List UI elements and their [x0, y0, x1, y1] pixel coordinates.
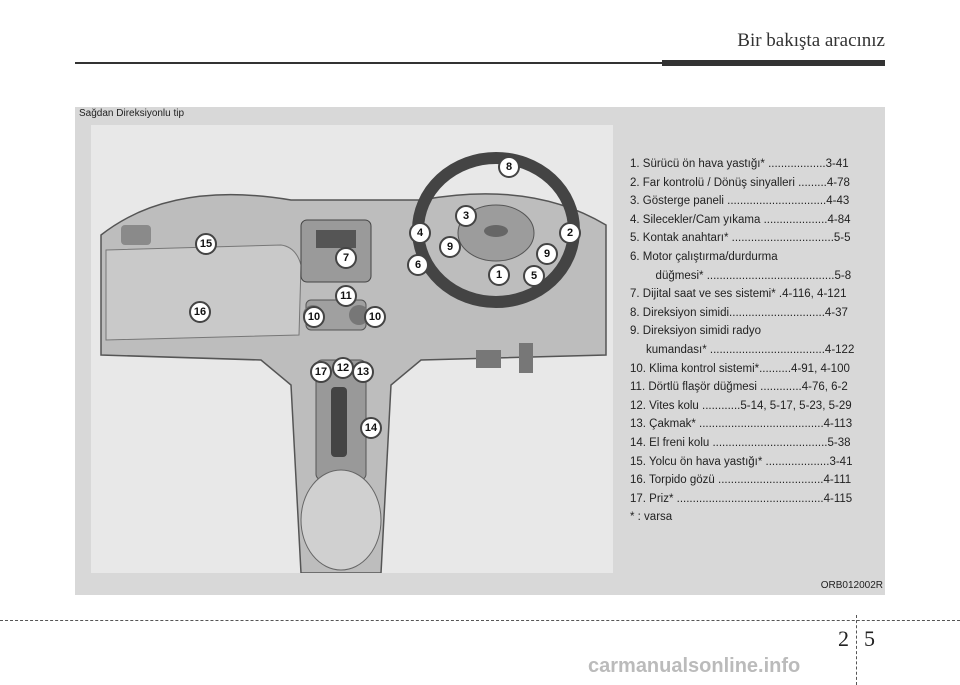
page-number: 5: [864, 626, 875, 651]
header-rule-accent: [662, 60, 885, 66]
callout-3: 3: [455, 205, 477, 227]
index-item: 9. Direksiyon simidi radyo: [630, 325, 762, 338]
callout-5: 5: [523, 265, 545, 287]
index-item: kumandası* .............................…: [630, 343, 855, 356]
figure-code: ORB012002R: [820, 580, 883, 591]
dashboard-illustration: 1 2 3 4 5 6 7 8 9 9 10 10 11 12 13 14 15…: [91, 125, 613, 574]
callout-9a: 9: [439, 236, 461, 258]
index-item: 6. Motor çalıştırma/durdurma: [630, 250, 778, 263]
callout-7: 7: [335, 247, 357, 269]
index-item: 14. El freni kolu ......................…: [630, 436, 851, 449]
panel-label: Sağdan Direksiyonlu tip: [79, 108, 185, 119]
callout-13: 13: [352, 361, 374, 383]
index-item: 10. Klima kontrol sistemi*..........4-91…: [630, 362, 850, 375]
header-rule: [75, 62, 885, 64]
callout-10b: 10: [364, 306, 386, 328]
chapter-number: 2: [838, 626, 849, 651]
callout-16: 16: [189, 301, 211, 323]
index-item: 2. Far kontrolü / Dönüş sinyalleri .....…: [630, 176, 850, 189]
callout-14: 14: [360, 417, 382, 439]
callout-4: 4: [409, 222, 431, 244]
dashboard-drawing: [100, 152, 607, 574]
figure-panel: Sağdan Direksiyonlu tip 1 2 3 4 5 6 7 8: [75, 107, 885, 595]
callout-11: 11: [335, 285, 357, 307]
index-item: 4. Silecekler/Cam yıkama ...............…: [630, 213, 851, 226]
callout-1: 1: [488, 264, 510, 286]
callout-2: 2: [559, 222, 581, 244]
footer-rule: [0, 620, 960, 621]
index-item: 3. Gösterge paneli .....................…: [630, 195, 850, 208]
index-item: 16. Torpido gözü .......................…: [630, 474, 852, 487]
header-title: Bir bakışta aracınız: [737, 30, 885, 51]
index-item: 7. Dijital saat ve ses sistemi* .4-116, …: [630, 288, 847, 301]
callout-8: 8: [498, 156, 520, 178]
callout-17: 17: [310, 361, 332, 383]
index-footnote: * : varsa: [630, 511, 673, 524]
page-separator: [856, 615, 857, 685]
index-item: düğmesi* ...............................…: [630, 269, 852, 282]
component-index-list: 1. Sürücü ön hava yastığı* .............…: [630, 155, 875, 527]
callout-15: 15: [195, 233, 217, 255]
callout-9b: 9: [536, 243, 558, 265]
index-item: 5. Kontak anahtarı* ....................…: [630, 232, 851, 245]
index-item: 1. Sürücü ön hava yastığı* .............…: [630, 158, 849, 170]
index-item: 12. Vites kolu ............5-14, 5-17, 5…: [630, 399, 852, 412]
callout-12: 12: [332, 357, 354, 379]
index-item: 8. Direksiyon simidi....................…: [630, 306, 848, 319]
index-item: 15. Yolcu ön hava yastığı* .............…: [630, 455, 853, 468]
index-item: 17. Priz* ..............................…: [630, 492, 853, 505]
index-item: 11. Dörtlü flaşör düğmesi .............4…: [630, 381, 848, 394]
index-item: 13. Çakmak* ............................…: [630, 418, 853, 431]
callout-10a: 10: [303, 306, 325, 328]
callout-6: 6: [407, 254, 429, 276]
watermark: carmanualsonline.info: [588, 655, 801, 677]
